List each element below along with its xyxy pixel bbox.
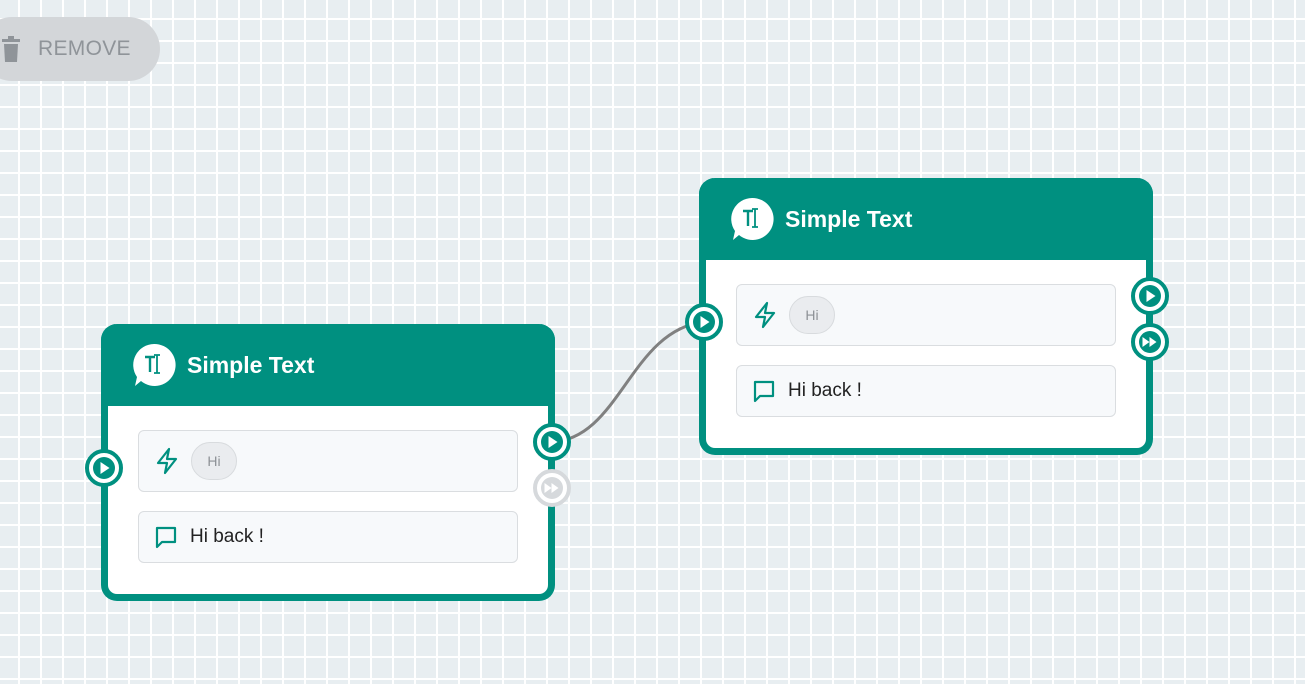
- text-bubble-icon: [131, 342, 177, 388]
- next-output-port[interactable]: [1130, 276, 1170, 316]
- node-title: Simple Text: [785, 205, 913, 232]
- node-header[interactable]: Simple Text: [101, 324, 555, 406]
- trash-icon: [0, 36, 22, 62]
- simple-text-node[interactable]: Simple Text Hi Hi back !: [699, 178, 1153, 455]
- trigger-field[interactable]: Hi: [736, 284, 1116, 346]
- reply-field[interactable]: Hi back !: [138, 511, 518, 563]
- lightning-icon: [753, 301, 777, 329]
- skip-output-port[interactable]: [532, 468, 572, 508]
- message-icon: [154, 525, 178, 549]
- lightning-icon: [155, 447, 179, 475]
- simple-text-node[interactable]: Simple Text Hi Hi back !: [101, 324, 555, 601]
- remove-label: REMOVE: [38, 37, 131, 60]
- message-icon: [752, 379, 776, 403]
- remove-button[interactable]: REMOVE: [0, 17, 160, 81]
- skip-output-port[interactable]: [1130, 322, 1170, 362]
- trigger-keyword-chip: Hi: [191, 442, 237, 480]
- trigger-field[interactable]: Hi: [138, 430, 518, 492]
- reply-text: Hi back !: [190, 526, 264, 547]
- next-output-port[interactable]: [532, 422, 572, 462]
- node-title: Simple Text: [187, 351, 315, 378]
- node-header[interactable]: Simple Text: [699, 178, 1153, 260]
- reply-text: Hi back !: [788, 380, 862, 401]
- text-bubble-icon: [729, 196, 775, 242]
- input-port[interactable]: [84, 448, 124, 488]
- reply-field[interactable]: Hi back !: [736, 365, 1116, 417]
- input-port[interactable]: [684, 302, 724, 342]
- trigger-keyword-chip: Hi: [789, 296, 835, 334]
